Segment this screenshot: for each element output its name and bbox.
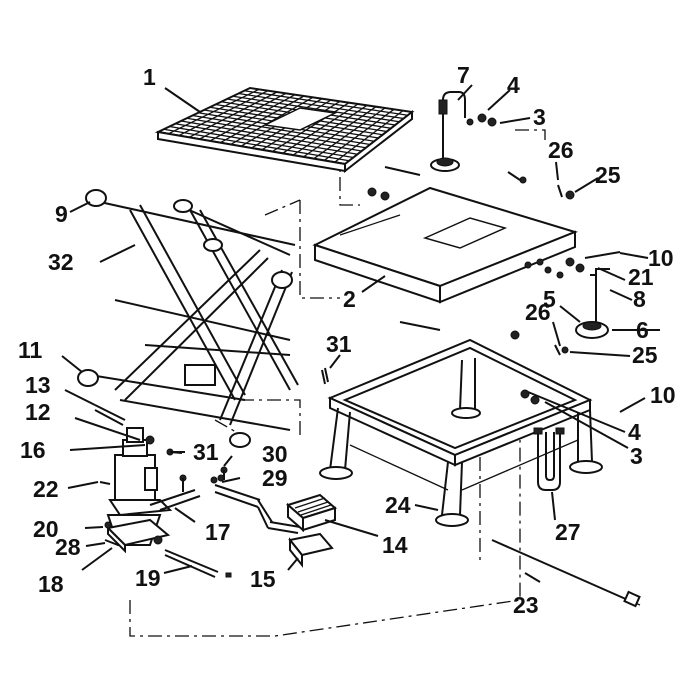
label-8: 8 [633, 286, 646, 312]
label-2: 2 [343, 286, 356, 312]
top-plate-hardware [367, 166, 575, 269]
top-grate-platform [154, 86, 415, 174]
part-number-labels: 1 2 3 3 4 4 5 6 7 8 9 10 10 11 12 13 14 … [18, 62, 676, 618]
label-29: 29 [262, 465, 288, 491]
label-16: 16 [20, 437, 46, 463]
grate-bar [220, 95, 305, 144]
label-22: 22 [33, 476, 59, 502]
base-stand [319, 321, 603, 527]
label-27: 27 [555, 519, 581, 545]
pedal-bracket [288, 532, 334, 568]
table-top-plate [312, 186, 579, 304]
grate-bar [303, 106, 377, 158]
label-6: 6 [636, 317, 649, 343]
pedal-linkage [149, 474, 301, 534]
grate-bar [178, 90, 269, 137]
leader-lines [61, 84, 660, 583]
label-17: 17 [205, 519, 231, 545]
grate-bar [188, 91, 278, 138]
label-10a: 10 [648, 245, 674, 271]
grate-bar [271, 102, 350, 153]
label-12: 12 [25, 399, 51, 425]
label-32: 32 [48, 249, 74, 275]
foot-pedal [285, 493, 338, 533]
label-10b: 10 [650, 382, 676, 408]
label-13: 13 [25, 372, 51, 398]
release-rod [491, 539, 641, 608]
label-24: 24 [385, 492, 411, 518]
grate-bar [292, 104, 368, 156]
label-25a: 25 [595, 162, 621, 188]
label-14: 14 [382, 532, 408, 558]
grate-bar [313, 107, 386, 160]
label-3b: 3 [630, 443, 643, 469]
scissor-lift-frame [77, 189, 299, 448]
label-19: 19 [135, 565, 161, 591]
label-15: 15 [250, 566, 276, 592]
u-bracket [533, 427, 565, 491]
label-4a: 4 [507, 72, 520, 98]
label-7: 7 [457, 62, 470, 88]
hold-down-clamp-lower [544, 251, 621, 339]
label-26a: 26 [548, 137, 574, 163]
label-18: 18 [38, 571, 64, 597]
grate-bar [334, 110, 404, 163]
grate-bar [323, 108, 395, 161]
grate-bar [282, 103, 359, 154]
label-4b: 4 [628, 419, 641, 445]
label-23: 23 [513, 592, 539, 618]
grate-bar [168, 88, 260, 135]
label-5: 5 [543, 286, 556, 312]
label-30: 30 [262, 441, 288, 467]
label-1: 1 [143, 64, 156, 90]
label-9: 9 [55, 201, 68, 227]
label-21: 21 [628, 264, 654, 290]
label-25b: 25 [632, 342, 658, 368]
label-31b: 31 [326, 331, 352, 357]
label-20: 20 [33, 516, 59, 542]
label-31a: 31 [193, 439, 219, 465]
grate-bar [209, 94, 296, 142]
label-3a: 3 [533, 104, 546, 130]
label-26b: 26 [525, 299, 551, 325]
label-28: 28 [55, 534, 81, 560]
hold-down-clamp-upper [430, 91, 497, 172]
label-11: 11 [18, 337, 43, 363]
grate-bar [199, 92, 287, 140]
